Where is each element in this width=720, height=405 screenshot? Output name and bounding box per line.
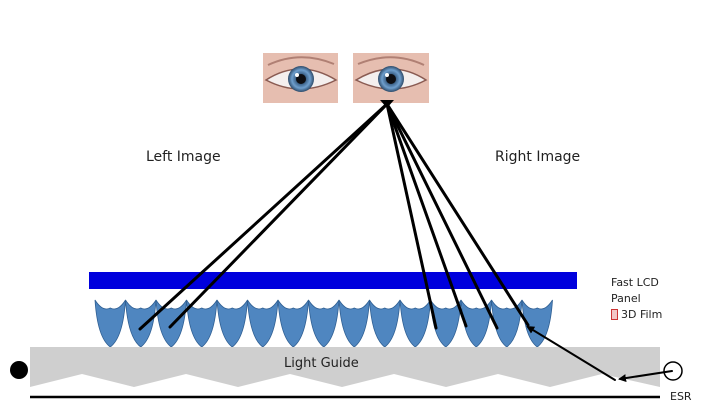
- ray-right-4: [385, 102, 530, 327]
- ray-left-2: [168, 102, 389, 329]
- light-rays: [138, 102, 673, 383]
- lens-row: [94, 299, 553, 348]
- lens: [308, 299, 340, 348]
- lens: [399, 299, 431, 348]
- film-label-text: 3D Film: [621, 308, 663, 321]
- lcd-panel-label-line2: Panel: [611, 292, 641, 305]
- eye-arrowhead: [380, 100, 394, 108]
- lens: [94, 299, 126, 348]
- lens: [369, 299, 401, 348]
- left-eye-icon: [263, 53, 338, 103]
- left-image-label: Left Image: [146, 149, 221, 165]
- right-image-label: Right Image: [495, 149, 581, 165]
- lens: [155, 299, 187, 348]
- light-guide-label: Light Guide: [284, 356, 359, 371]
- lens: [338, 299, 370, 348]
- film-label: 3D Film: [611, 308, 662, 321]
- esr-label: ESR: [670, 390, 692, 403]
- film-swatch-icon: [611, 309, 618, 320]
- filled-circle-icon: [10, 361, 28, 379]
- source-ray-2: [526, 325, 616, 381]
- ray-right-3: [385, 102, 499, 330]
- light-guide-pattern: [30, 374, 660, 387]
- lens: [521, 299, 553, 348]
- lens: [216, 299, 248, 348]
- lens: [277, 299, 309, 348]
- source-ray-1: [618, 370, 673, 383]
- lens: [247, 299, 279, 348]
- ray-right-2: [385, 102, 468, 328]
- lcd-panel-label-line1: Fast LCD: [611, 276, 659, 289]
- lens: [125, 299, 157, 348]
- ray-right-1: [385, 102, 438, 330]
- right-eye-icon: [353, 53, 429, 103]
- ray-left-1: [138, 102, 389, 331]
